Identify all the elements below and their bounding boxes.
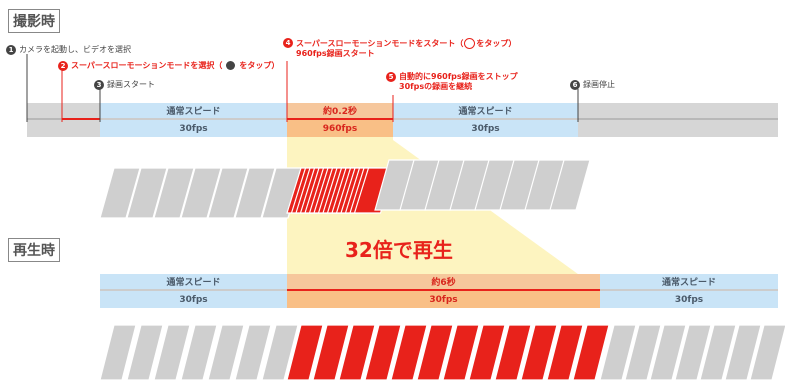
playback-frame-gray xyxy=(624,324,662,381)
step-2-text-after: をタップ） xyxy=(239,61,280,70)
step-6-text: 録画停止 xyxy=(583,80,615,89)
playback-frame-red xyxy=(546,324,584,381)
recording-middle-title: 約0.2秒 xyxy=(287,103,393,118)
step-2: 2 スーパースローモーションモードを選択（ をタップ） xyxy=(58,61,279,71)
playback-frame-red xyxy=(312,324,350,381)
playback-frame-red xyxy=(520,324,558,381)
playback-frame-gray xyxy=(674,324,712,381)
step-5: 5 自動的に960fps録画をストップ 30fpsの録画を継続 xyxy=(386,72,518,92)
playback-frame-gray xyxy=(207,324,245,381)
playback-frame-red xyxy=(494,324,532,381)
step-4: 4 スーパースローモーションモードをスタート（ をタップ） 960fps録画スター… xyxy=(283,38,516,59)
slow-mode-button-icon xyxy=(226,61,236,70)
playback-frame-red xyxy=(286,324,324,381)
playback-frame-red xyxy=(390,324,428,381)
playback-frame-red xyxy=(442,324,480,381)
step-1-text: カメラを起動し、ビデオを選択 xyxy=(19,45,131,54)
step-5-line2: 30fpsの録画を継続 xyxy=(399,82,473,91)
step-number-5: 5 xyxy=(386,72,396,82)
playback-frame-gray xyxy=(126,324,164,381)
playback-frame-gray xyxy=(599,324,637,381)
playback-frame-gray xyxy=(649,324,687,381)
playback-frame-red xyxy=(364,324,402,381)
recording-left-title: 通常スピード xyxy=(100,103,287,118)
playback-frame-gray xyxy=(724,324,762,381)
step-number-2: 2 xyxy=(58,61,68,71)
playback-section-label: 再生時 xyxy=(8,238,60,262)
recording-post-band xyxy=(578,103,778,137)
playback-left-fps: 30fps xyxy=(100,291,287,308)
playback-right-fps: 30fps xyxy=(600,291,778,308)
playback-frame-gray xyxy=(261,324,299,381)
recording-frame-gray xyxy=(207,167,249,219)
step-6: 6 録画停止 xyxy=(570,80,615,90)
step-5-line1: 自動的に960fps録画をストップ xyxy=(399,72,518,81)
recording-middle-fps: 960fps xyxy=(287,120,393,137)
recording-frame-gray xyxy=(180,167,222,219)
playback-middle-fps: 30fps xyxy=(287,291,600,308)
step-4-line1-after: をタップ） xyxy=(476,39,517,48)
playback-frame-gray xyxy=(180,324,218,381)
recording-right-title: 通常スピード xyxy=(393,103,578,118)
playback-frame-gray xyxy=(153,324,191,381)
step-4-line2: 960fps録画スタート xyxy=(296,49,375,58)
recording-frame-gray xyxy=(126,167,168,219)
step-number-1: 1 xyxy=(6,45,16,55)
recording-left-fps: 30fps xyxy=(100,120,287,137)
step-number-4: 4 xyxy=(283,38,293,48)
step-3-text: 録画スタート xyxy=(107,80,155,89)
playback-right-title: 通常スピード xyxy=(600,274,778,289)
step-3: 3 録画スタート xyxy=(94,80,155,90)
playback-frame-gray xyxy=(99,324,137,381)
step-1: 1 カメラを起動し、ビデオを選択 xyxy=(6,45,131,55)
record-button-icon xyxy=(464,38,476,49)
step-number-6: 6 xyxy=(570,80,580,90)
playback-frame-red xyxy=(468,324,506,381)
playback-frame-gray xyxy=(749,324,785,381)
recording-right-fps: 30fps xyxy=(393,120,578,137)
playback-left-title: 通常スピード xyxy=(100,274,287,289)
recording-frame-gray xyxy=(99,167,141,219)
playback-middle-title: 約6秒 xyxy=(287,274,600,289)
recording-frame-gray xyxy=(549,159,591,211)
recording-frame-gray xyxy=(153,167,195,219)
step-number-3: 3 xyxy=(94,80,104,90)
playback-frame-red xyxy=(416,324,454,381)
playback-frame-gray xyxy=(234,324,272,381)
playback-frame-gray xyxy=(699,324,737,381)
step-4-line1-before: スーパースローモーションモードをスタート（ xyxy=(296,39,464,48)
playback-frame-red xyxy=(338,324,376,381)
recording-section-label: 撮影時 xyxy=(8,9,60,33)
playback-multiplier-text: 32倍で再生 xyxy=(345,238,453,262)
step-2-text-before: スーパースローモーションモードを選択（ xyxy=(71,61,223,70)
recording-frame-gray xyxy=(234,167,276,219)
playback-frame-red xyxy=(572,324,610,381)
